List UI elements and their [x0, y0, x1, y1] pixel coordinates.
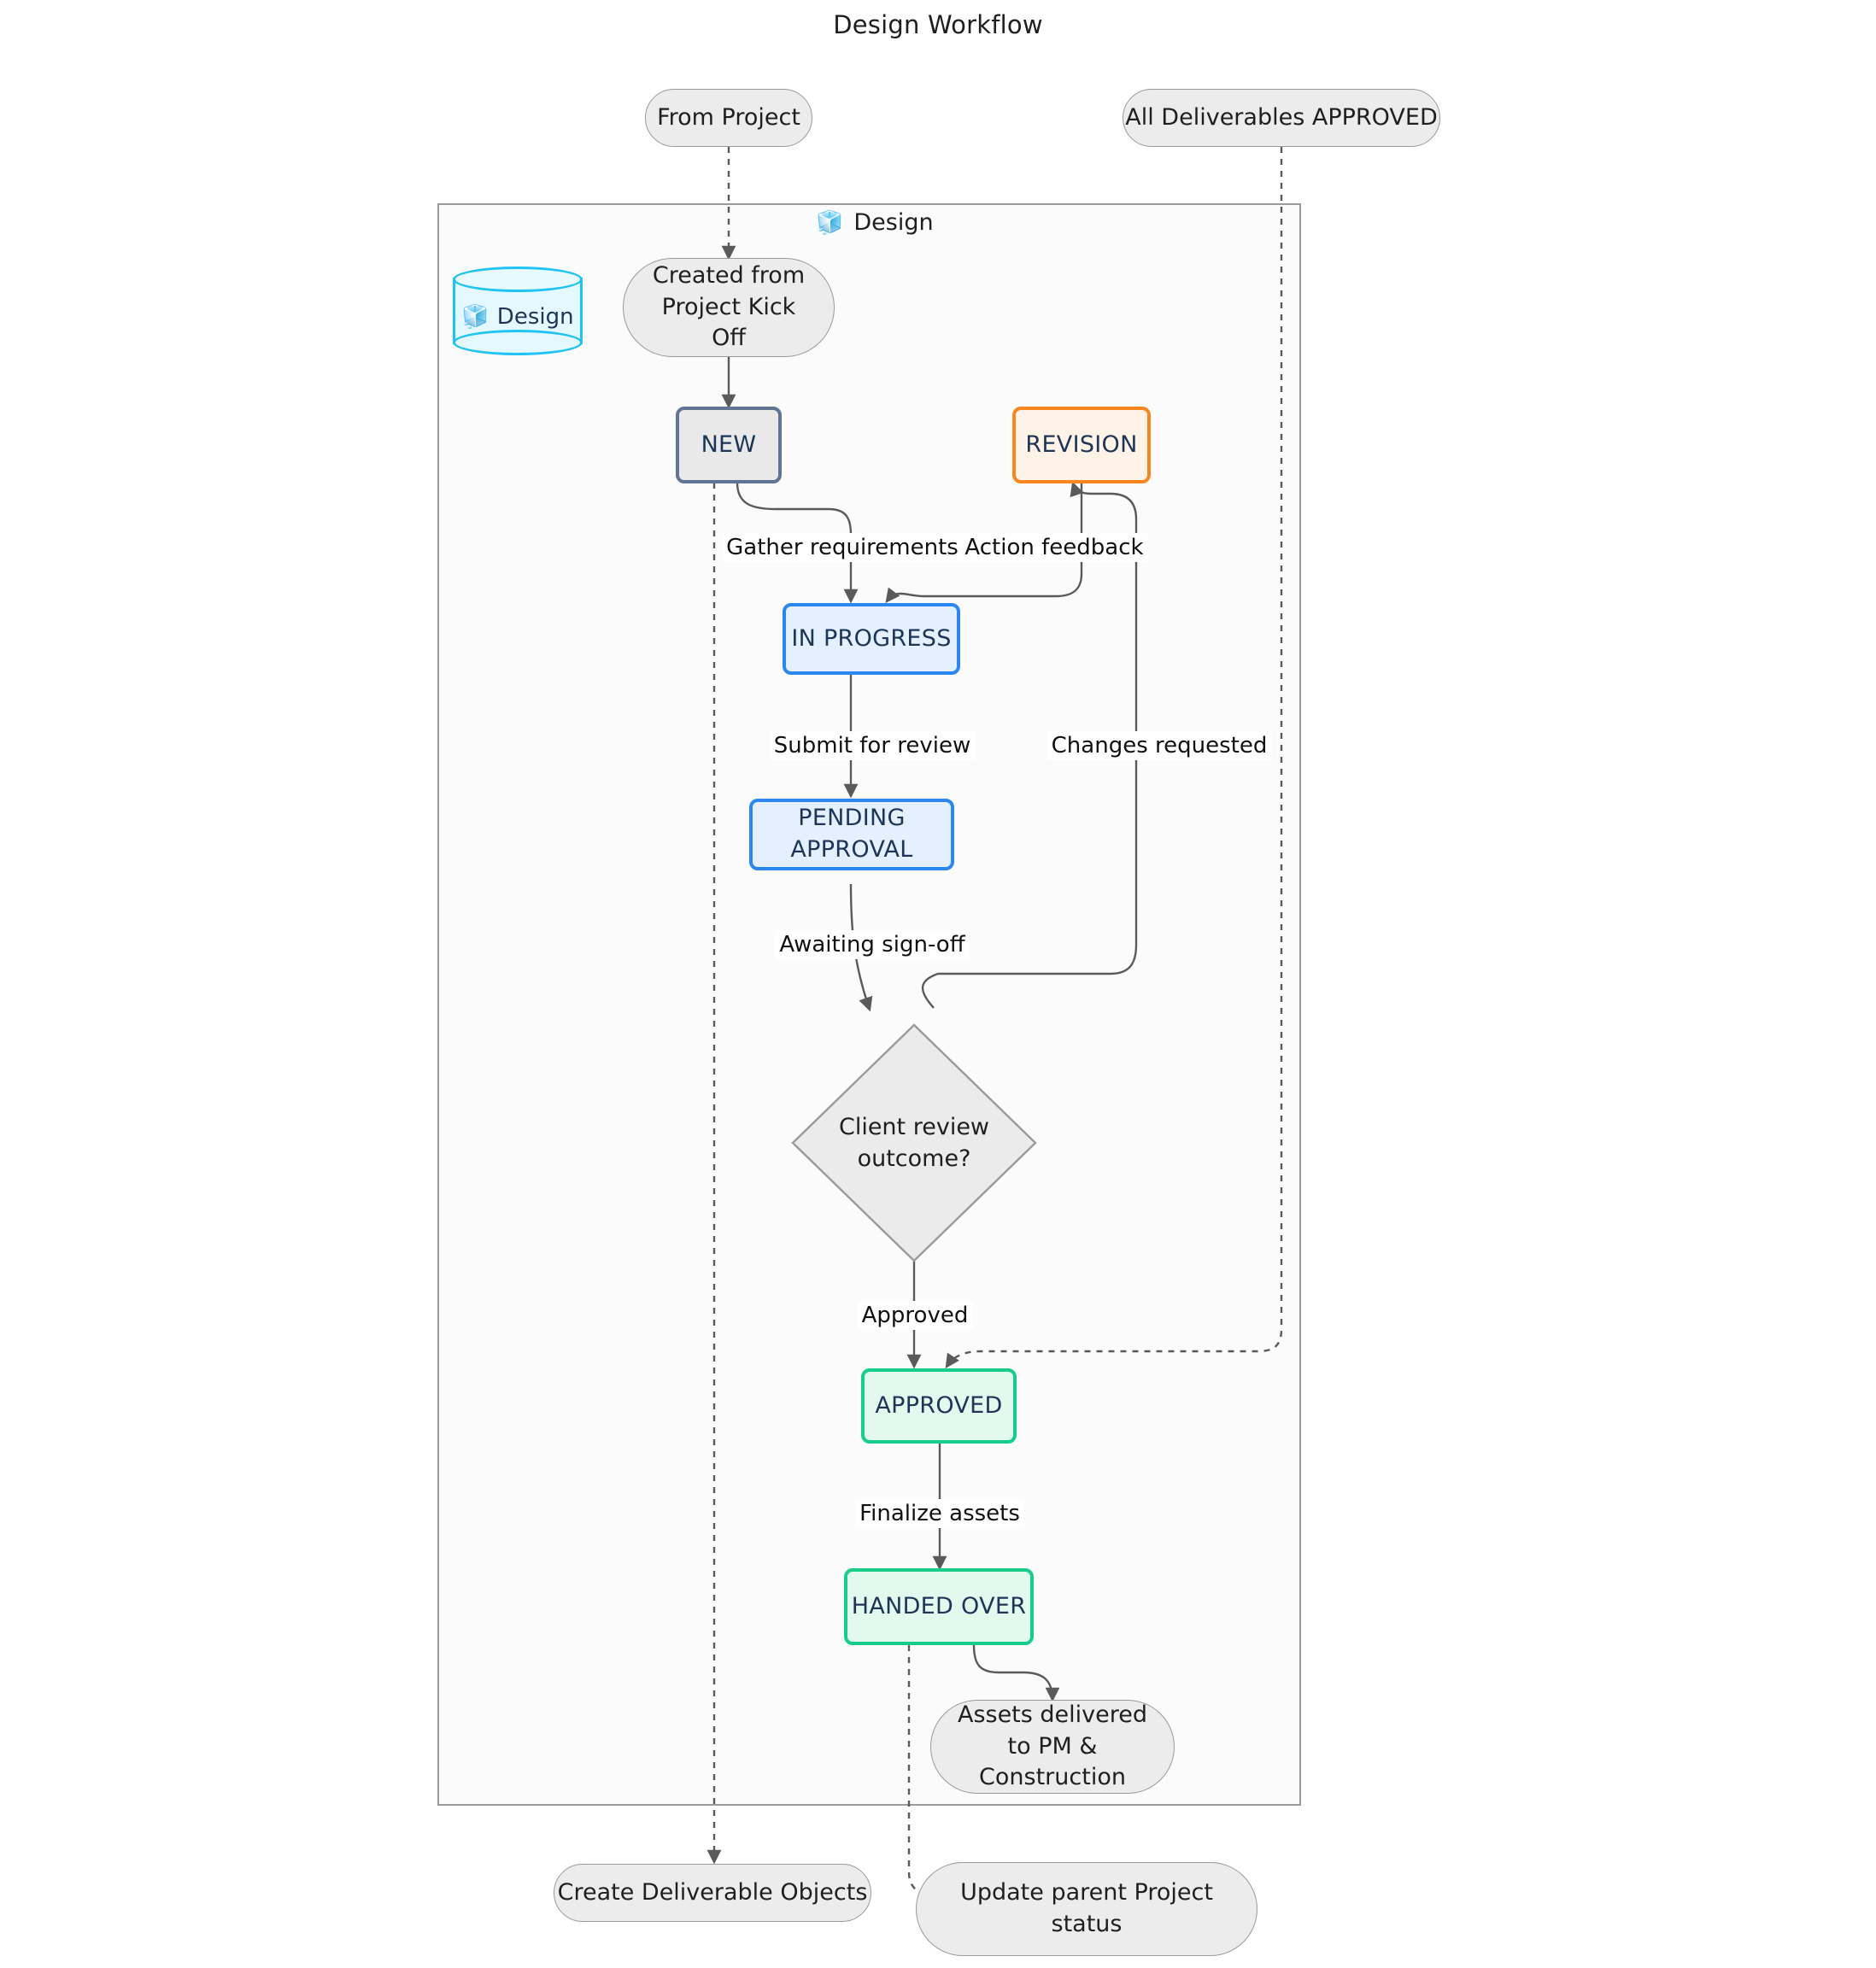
edge-label-awaiting-signoff: Awaiting sign-off — [775, 930, 970, 959]
node-all-deliverables-approved[interactable]: All Deliverables APPROVED — [1123, 89, 1440, 147]
state-approved[interactable]: APPROVED — [861, 1368, 1017, 1444]
state-pending-approval[interactable]: PENDING APPROVAL — [749, 799, 954, 870]
node-update-parent-project-status[interactable]: Update parent Project status — [916, 1862, 1258, 1956]
node-from-project[interactable]: From Project — [645, 89, 812, 147]
page-title: Design Workflow — [833, 10, 1043, 39]
cylinder-bottom-ellipse — [453, 330, 583, 355]
edge-label-approved: Approved — [857, 1301, 973, 1330]
database-label-wrap: 🧊 Design — [453, 290, 583, 343]
state-revision[interactable]: REVISION — [1012, 407, 1151, 483]
node-created-from-project-kickoff[interactable]: Created from Project Kick Off — [623, 258, 835, 357]
cube-icon: 🧊 — [816, 209, 844, 236]
subgraph-title-label: Design — [853, 209, 934, 236]
edge-label-gather-requirements: Gather requirements — [722, 533, 963, 562]
state-in-progress[interactable]: IN PROGRESS — [783, 603, 960, 675]
node-assets-delivered[interactable]: Assets delivered to PM & Construction — [930, 1700, 1175, 1794]
node-create-deliverable-objects[interactable]: Create Deliverable Objects — [554, 1864, 871, 1922]
decision-label: Client review outcome? — [838, 1113, 990, 1172]
database-node-design[interactable]: 🧊 Design — [453, 266, 583, 355]
edge-label-changes-requested: Changes requested — [1046, 731, 1272, 760]
edge-label-action-feedback: Action feedback — [960, 533, 1148, 562]
decision-client-review-outcome[interactable]: Client review outcome? — [820, 1085, 1008, 1201]
edge-label-finalize-assets: Finalize assets — [855, 1499, 1024, 1528]
edge-label-submit-for-review: Submit for review — [769, 731, 976, 760]
database-label: Design — [496, 304, 574, 330]
cylinder-top-ellipse — [453, 266, 583, 292]
state-new[interactable]: NEW — [676, 407, 782, 483]
cube-icon: 🧊 — [461, 304, 490, 330]
state-handed-over[interactable]: HANDED OVER — [844, 1568, 1034, 1645]
subgraph-title: 🧊 Design — [816, 209, 934, 236]
